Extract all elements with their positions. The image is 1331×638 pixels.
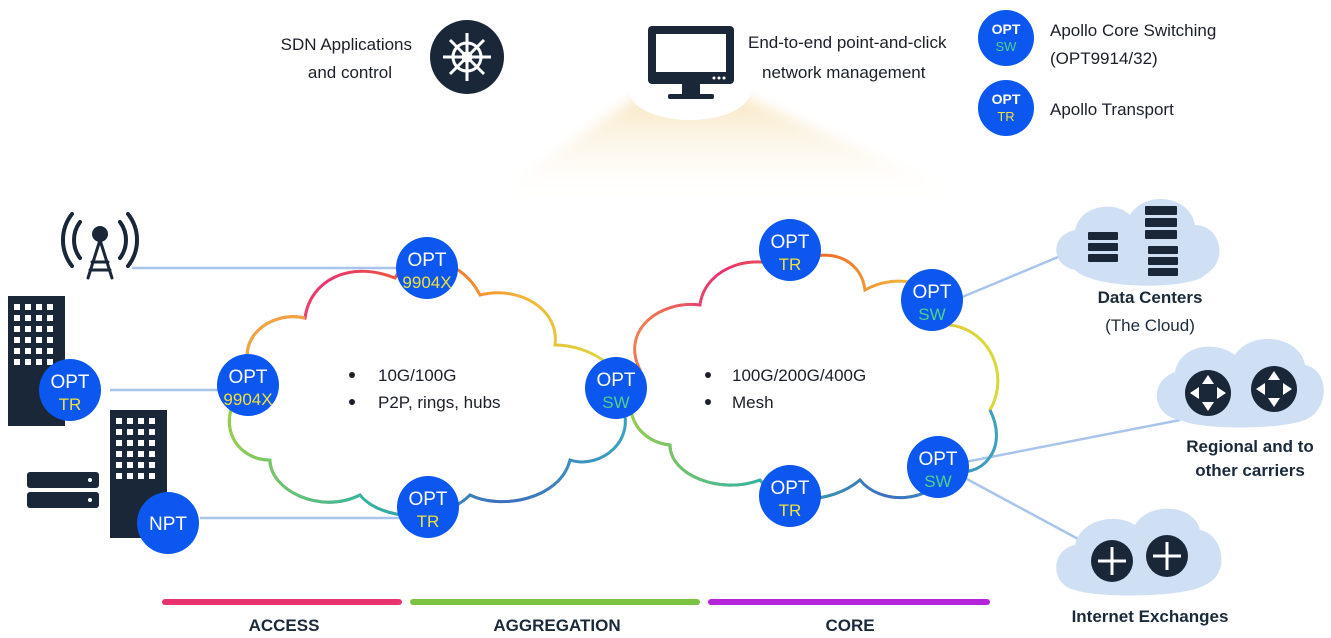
legend-sw-top: OPT: [992, 21, 1021, 37]
building-icon: [8, 296, 65, 426]
node-label: OPT: [407, 250, 446, 271]
node-label: OPT: [50, 372, 89, 393]
legend-tr-badge: [978, 80, 1034, 136]
aggregation-bar: [410, 599, 700, 605]
server-icon: [27, 472, 99, 508]
node-opt-9904x-top: OPT 9904X: [396, 237, 458, 299]
legend-sw-bottom: SW: [996, 39, 1018, 54]
regional-label-line1: Regional and to: [1186, 437, 1314, 456]
mgmt-label-line2: network management: [762, 63, 926, 82]
legend-tr-bottom: TR: [997, 109, 1014, 124]
node-npt: NPT: [137, 492, 199, 554]
node-label: NPT: [149, 514, 187, 535]
node-sublabel: TR: [417, 512, 440, 531]
links: [110, 248, 1181, 542]
core-bullets: 100G/200G/400G Mesh: [705, 366, 866, 412]
node-sublabel: SW: [602, 393, 629, 412]
access-bullets: 10G/100G P2P, rings, hubs: [349, 366, 501, 412]
node-opt-tr-core-top: OPT TR: [759, 219, 821, 281]
node-badge: [397, 476, 459, 538]
node-sublabel: 9904X: [402, 273, 451, 292]
radio-tower-icon: [61, 212, 139, 280]
node-badge: [39, 359, 101, 421]
node-opt-sw-mid: OPT SW: [585, 357, 647, 419]
node-label: OPT: [770, 232, 809, 253]
node-badge: [901, 269, 963, 331]
router-icon: [1251, 366, 1297, 412]
node-badge: [759, 465, 821, 527]
node-sublabel: TR: [779, 255, 802, 274]
node-sublabel: SW: [918, 305, 945, 324]
legend-tr-text: Apollo Transport: [1050, 100, 1174, 119]
node-badge: [396, 237, 458, 299]
server-icon: [1088, 206, 1178, 276]
data-centers-cloud: Data Centers (The Cloud): [1056, 198, 1220, 335]
router-icon: [1185, 370, 1231, 416]
monitor-icon: [648, 26, 734, 99]
internet-exchanges-label: Internet Exchanges: [1072, 607, 1229, 626]
core-bar: [708, 599, 990, 605]
legend-sw-badge: [978, 10, 1034, 66]
node-label: OPT: [408, 489, 447, 510]
node-opt-tr-building: OPT TR: [39, 359, 101, 421]
mgmt-label-line1: End-to-end point-and-click: [748, 33, 947, 52]
access-bullet-1: 10G/100G: [378, 366, 456, 385]
legend-sw-text-line2: (OPT9914/32): [1050, 49, 1158, 68]
regional-label-line2: other carriers: [1195, 461, 1305, 480]
node-sublabel: TR: [779, 501, 802, 520]
management-light-beam: [470, 64, 1000, 210]
node-badge: [759, 219, 821, 281]
core-bullet-2: Mesh: [732, 393, 774, 412]
node-opt-tr-core-bottom: OPT TR: [759, 465, 821, 527]
node-sublabel: SW: [924, 472, 951, 491]
node-sublabel: 9904X: [223, 390, 272, 409]
node-label: OPT: [918, 449, 957, 470]
node-label: OPT: [770, 478, 809, 499]
sdn-control: SDN Applications and control: [281, 20, 504, 94]
data-centers-sublabel: (The Cloud): [1105, 316, 1195, 335]
legend: OPT SW Apollo Core Switching (OPT9914/32…: [978, 10, 1216, 136]
node-opt-sw-core-right-top: OPT SW: [901, 269, 963, 331]
data-centers-label: Data Centers: [1098, 288, 1203, 307]
regional-cloud: Regional and to other carriers: [1156, 338, 1324, 480]
sdn-label-line1: SDN Applications: [281, 35, 412, 54]
segment-bars: ACCESS AGGREGATION CORE: [162, 599, 990, 635]
sdn-label-line2: and control: [308, 63, 392, 82]
node-badge: [217, 354, 279, 416]
node-label: OPT: [228, 367, 267, 388]
node-badge: [137, 492, 199, 554]
legend-sw-text-line1: Apollo Core Switching: [1050, 21, 1216, 40]
core-bullet-1: 100G/200G/400G: [732, 366, 866, 385]
node-sublabel: TR: [59, 395, 82, 414]
legend-tr-top: OPT: [992, 91, 1021, 107]
access-bullet-2: P2P, rings, hubs: [378, 393, 501, 412]
access-bar: [162, 599, 402, 605]
node-opt-9904x-left: OPT 9904X: [217, 354, 279, 416]
internet-exchanges-cloud: Internet Exchanges: [1056, 508, 1229, 626]
node-label: OPT: [912, 282, 951, 303]
core-label: CORE: [825, 616, 874, 635]
node-opt-sw-core-right-bottom: OPT SW: [907, 436, 969, 498]
access-label: ACCESS: [249, 616, 320, 635]
node-label: OPT: [596, 370, 635, 391]
aggregation-label: AGGREGATION: [493, 616, 620, 635]
node-opt-tr-bottom-access: OPT TR: [397, 476, 459, 538]
node-badge: [585, 357, 647, 419]
node-badge: [907, 436, 969, 498]
